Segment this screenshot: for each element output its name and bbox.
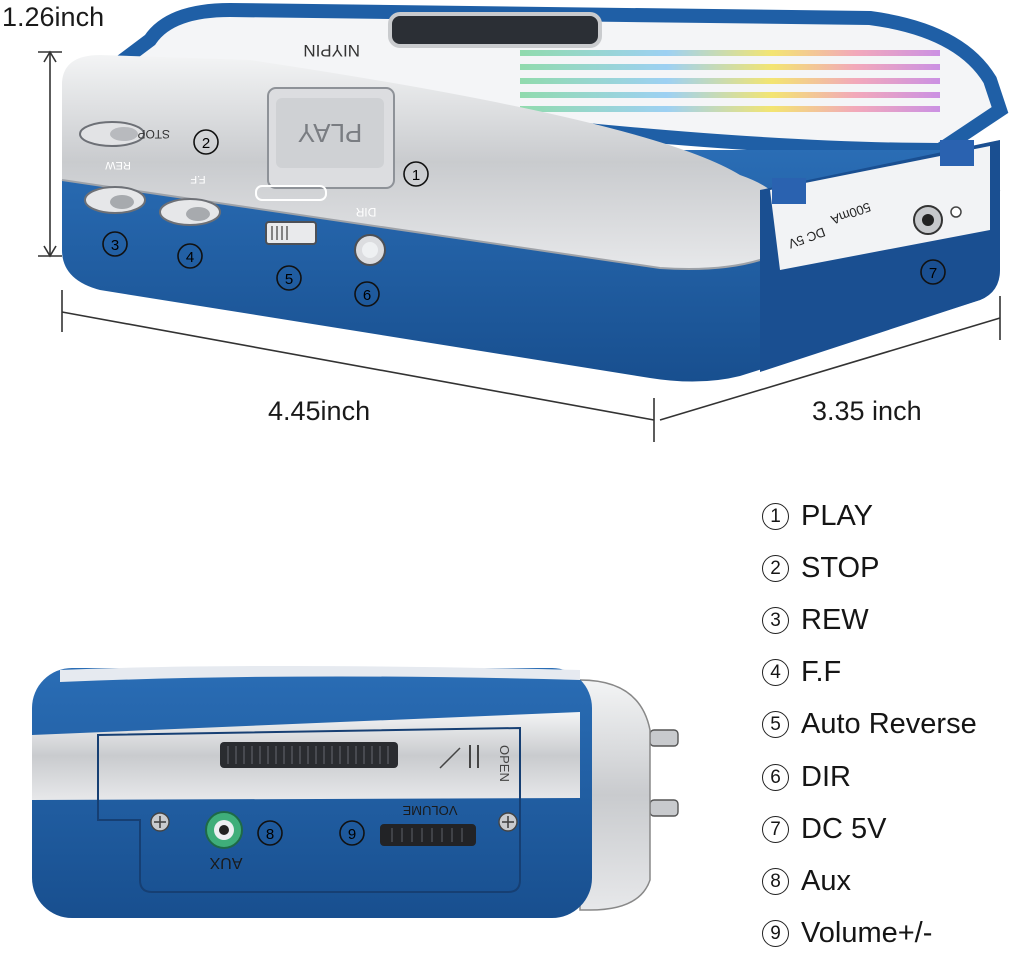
- length-dimension-label: 4.45inch: [268, 396, 371, 426]
- callout-2: 2: [202, 135, 210, 152]
- volume-label: VOLUME: [402, 803, 457, 818]
- legend-item: 1 PLAY: [762, 490, 1024, 542]
- open-label: OPEN: [497, 745, 512, 782]
- legend-number-badge: 1: [762, 502, 789, 530]
- legend-number-badge: 8: [762, 867, 789, 895]
- callout-1: 1: [412, 167, 420, 184]
- device-top-view: NIYPIN PLAY STOP REW: [61, 2, 1009, 382]
- aux-label: AUX: [209, 854, 242, 871]
- legend-item: 4 F.F: [762, 647, 1024, 699]
- legend-label: PLAY: [801, 499, 874, 532]
- callout-7: 7: [929, 265, 937, 282]
- legend-label: DC 5V: [801, 812, 887, 845]
- legend-item: 2 STOP: [762, 542, 1024, 594]
- legend-label: STOP: [801, 551, 880, 584]
- legend-number-badge: 2: [762, 554, 789, 582]
- legend-item: 7 DC 5V: [762, 803, 1024, 855]
- legend-label: Auto Reverse: [801, 708, 977, 741]
- width-dimension-label: 3.35 inch: [812, 396, 922, 426]
- legend-number-badge: 9: [762, 920, 789, 948]
- stop-label: STOP: [138, 127, 170, 141]
- legend-item: 8 Aux: [762, 855, 1024, 907]
- legend-number-badge: 3: [762, 606, 789, 634]
- feature-legend: 1 PLAY 2 STOP 3 REW 4 F.F 5 Auto Reverse 6 DIR 7 DC 5…: [762, 490, 1024, 960]
- legend-label: Aux: [801, 864, 851, 897]
- rew-label: REW: [105, 159, 131, 171]
- width-line: [659, 317, 1001, 421]
- callout-9: 9: [348, 826, 356, 843]
- legend-item: 5 Auto Reverse: [762, 699, 1024, 751]
- legend-item: 3 REW: [762, 594, 1024, 646]
- play-label: PLAY: [298, 118, 363, 148]
- legend-number-badge: 7: [762, 815, 789, 843]
- callout-8: 8: [266, 826, 274, 843]
- dir-label: DIR: [355, 205, 376, 219]
- legend-label: DIR: [801, 760, 851, 793]
- callout-5: 5: [285, 271, 293, 288]
- legend-number-badge: 6: [762, 763, 789, 791]
- device-side-view: OPEN AUX VOLUME: [32, 666, 679, 918]
- speaker-stripes: [520, 50, 940, 112]
- legend-label: REW: [801, 603, 869, 636]
- callout-6: 6: [363, 287, 371, 304]
- legend-item: 9 Volume+/-: [762, 908, 1024, 960]
- top-callouts: 1 2 3 4 5 6 7: [102, 129, 946, 307]
- legend-number-badge: 4: [762, 659, 789, 687]
- legend-item: 6 DIR: [762, 751, 1024, 803]
- callout-3: 3: [111, 237, 119, 254]
- dimension-lines: [38, 50, 1001, 442]
- ff-label: F.F: [190, 173, 206, 185]
- length-line: [61, 311, 655, 421]
- height-dimension-label: 1.26inch: [2, 2, 105, 32]
- legend-label: Volume+/-: [801, 917, 933, 950]
- callout-4: 4: [186, 249, 194, 266]
- legend-label: F.F: [801, 656, 842, 689]
- legend-number-badge: 5: [762, 711, 789, 739]
- brand-text: NIYPIN: [303, 41, 360, 60]
- auto-reverse-switch: [265, 221, 317, 245]
